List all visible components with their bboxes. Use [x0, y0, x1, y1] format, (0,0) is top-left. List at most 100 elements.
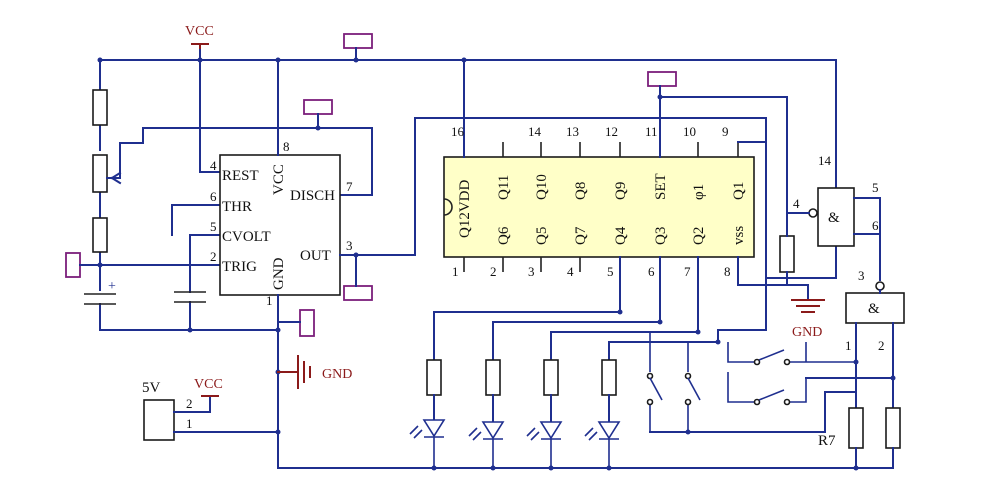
counter-ic [443, 156, 755, 258]
counter-top-pin-label: Q1 [731, 182, 747, 200]
counter-top-pin-number: 14 [528, 124, 542, 139]
counter-bottom-pin-number: 7 [684, 264, 691, 279]
counter-top-pin-number: 16 [451, 124, 465, 139]
counter-top-pin-number: 11 [645, 124, 658, 139]
and-gate-2 [845, 292, 905, 324]
counter-bottom-pin-number: 8 [724, 264, 731, 279]
counter-top-pin-number: 12 [605, 124, 618, 139]
probe-disch [303, 99, 333, 115]
switch-v1 [646, 332, 663, 432]
vcc-rest-wire [199, 49, 221, 173]
counter-top-pin-label: φ1 [691, 184, 707, 200]
counter-top-pin-number: 13 [566, 124, 579, 139]
led-resistor-1 [426, 359, 442, 396]
connector-pin2-wire [173, 395, 211, 413]
resistor-r8 [885, 407, 901, 449]
q3-bus-wire [492, 256, 661, 361]
switch-h2 [727, 372, 807, 406]
thr-wire [171, 204, 221, 236]
led-resistor-2 [485, 359, 501, 396]
counter-top-labels: Q12VDD Q11 Q10 Q8 Q9 SET φ1 Q1 [457, 173, 747, 238]
counter-top-pins [502, 142, 739, 157]
counter-bottom-pin-number: 5 [607, 264, 614, 279]
counter-bottom-pin-label: Q6 [496, 226, 512, 245]
counter-bottom-pin-label: Q4 [613, 226, 629, 245]
q2-bus-wire [550, 256, 699, 361]
counter-bottom-pin-number: 1 [452, 264, 459, 279]
counter-bottom-pin-label: Q5 [534, 227, 550, 245]
probe-out [343, 285, 373, 301]
pin-number-8: 8 [283, 139, 290, 154]
pin-number-5: 5 [210, 219, 217, 234]
gnd-symbol-left [277, 355, 311, 389]
probe-top [343, 33, 373, 49]
pin-gnd-label: GND [271, 257, 287, 290]
counter-top-pin-label: Q10 [534, 174, 550, 200]
gnd-symbol-right [791, 299, 825, 313]
and-gate-1 [817, 187, 855, 247]
resistor-bottom-wires [855, 447, 894, 469]
resistor-r1 [92, 89, 108, 126]
probe-gnd [299, 309, 315, 337]
vss-wire [737, 256, 809, 299]
led-1 [409, 419, 446, 468]
vcc-label-bottom: VCC [194, 377, 223, 392]
capacitor-c1 [84, 293, 116, 305]
counter-bottom-pin-number: 3 [528, 264, 535, 279]
counter-top-pin-label: Q12VDD [457, 180, 473, 238]
vcc-label-top: VCC [185, 24, 214, 39]
pin-disch-label: DISCH [290, 188, 335, 204]
pot-wiper-arrow [110, 171, 122, 185]
counter-top-pin-label: Q9 [613, 182, 629, 200]
led-4 [584, 421, 621, 468]
gate2-pin-1: 1 [845, 338, 852, 353]
gate1-pin-6: 6 [872, 218, 879, 233]
led-3 [526, 421, 563, 468]
gnd-label-left: GND [322, 367, 352, 382]
pin-rest-label: REST [222, 168, 259, 184]
gate1-symbol: & [828, 210, 840, 226]
connector-pin-2: 2 [186, 396, 193, 411]
probe-left [65, 252, 81, 278]
pin-cvolt-label: CVOLT [222, 229, 271, 245]
counter-top-pin-label: Q11 [496, 175, 512, 200]
counter-bottom-pin-number: 6 [648, 264, 655, 279]
pin-number-2: 2 [210, 249, 217, 264]
gate1-pin-14: 14 [818, 153, 832, 168]
gate1-inverter-bubble [808, 208, 818, 218]
gate2-symbol: & [868, 301, 880, 317]
counter-bottom-pin-number: 2 [490, 264, 497, 279]
pin-trig-label: TRIG [222, 259, 257, 275]
switch-h1 [727, 342, 856, 366]
counter-top-pin-label: Q8 [573, 182, 589, 200]
gate2-pin-2: 2 [878, 338, 885, 353]
pin-number-6: 6 [210, 189, 217, 204]
gate2-inverter-bubble [875, 281, 885, 291]
pin-number-3: 3 [346, 238, 353, 253]
pin-vcc-label: VCC [271, 164, 287, 195]
gate1-pin-5: 5 [872, 180, 879, 195]
counter-top-pin-label: SET [653, 173, 669, 200]
resistor-pulldown [779, 235, 795, 273]
potentiometer [92, 154, 108, 193]
pin-number-4: 4 [210, 158, 217, 173]
switch-v2 [684, 342, 701, 432]
pin-thr-label: THR [222, 199, 252, 215]
led-2 [468, 421, 505, 468]
counter-notch [443, 198, 453, 216]
resistor-r7-label: R7 [818, 433, 836, 449]
gnd-label-right: GND [792, 325, 822, 340]
counter-bottom-pin-label: Q2 [691, 227, 707, 245]
pin-number-7: 7 [346, 179, 353, 194]
timer-ic [219, 154, 341, 296]
switch-bottom-wire [649, 391, 857, 433]
counter-top-pin-number: 10 [683, 124, 696, 139]
probe-set [647, 71, 677, 87]
counter-bottom-pin-number: 4 [567, 264, 574, 279]
out-wire [339, 117, 837, 279]
pin-number-1: 1 [266, 293, 273, 308]
pin-out-label: OUT [300, 248, 331, 264]
